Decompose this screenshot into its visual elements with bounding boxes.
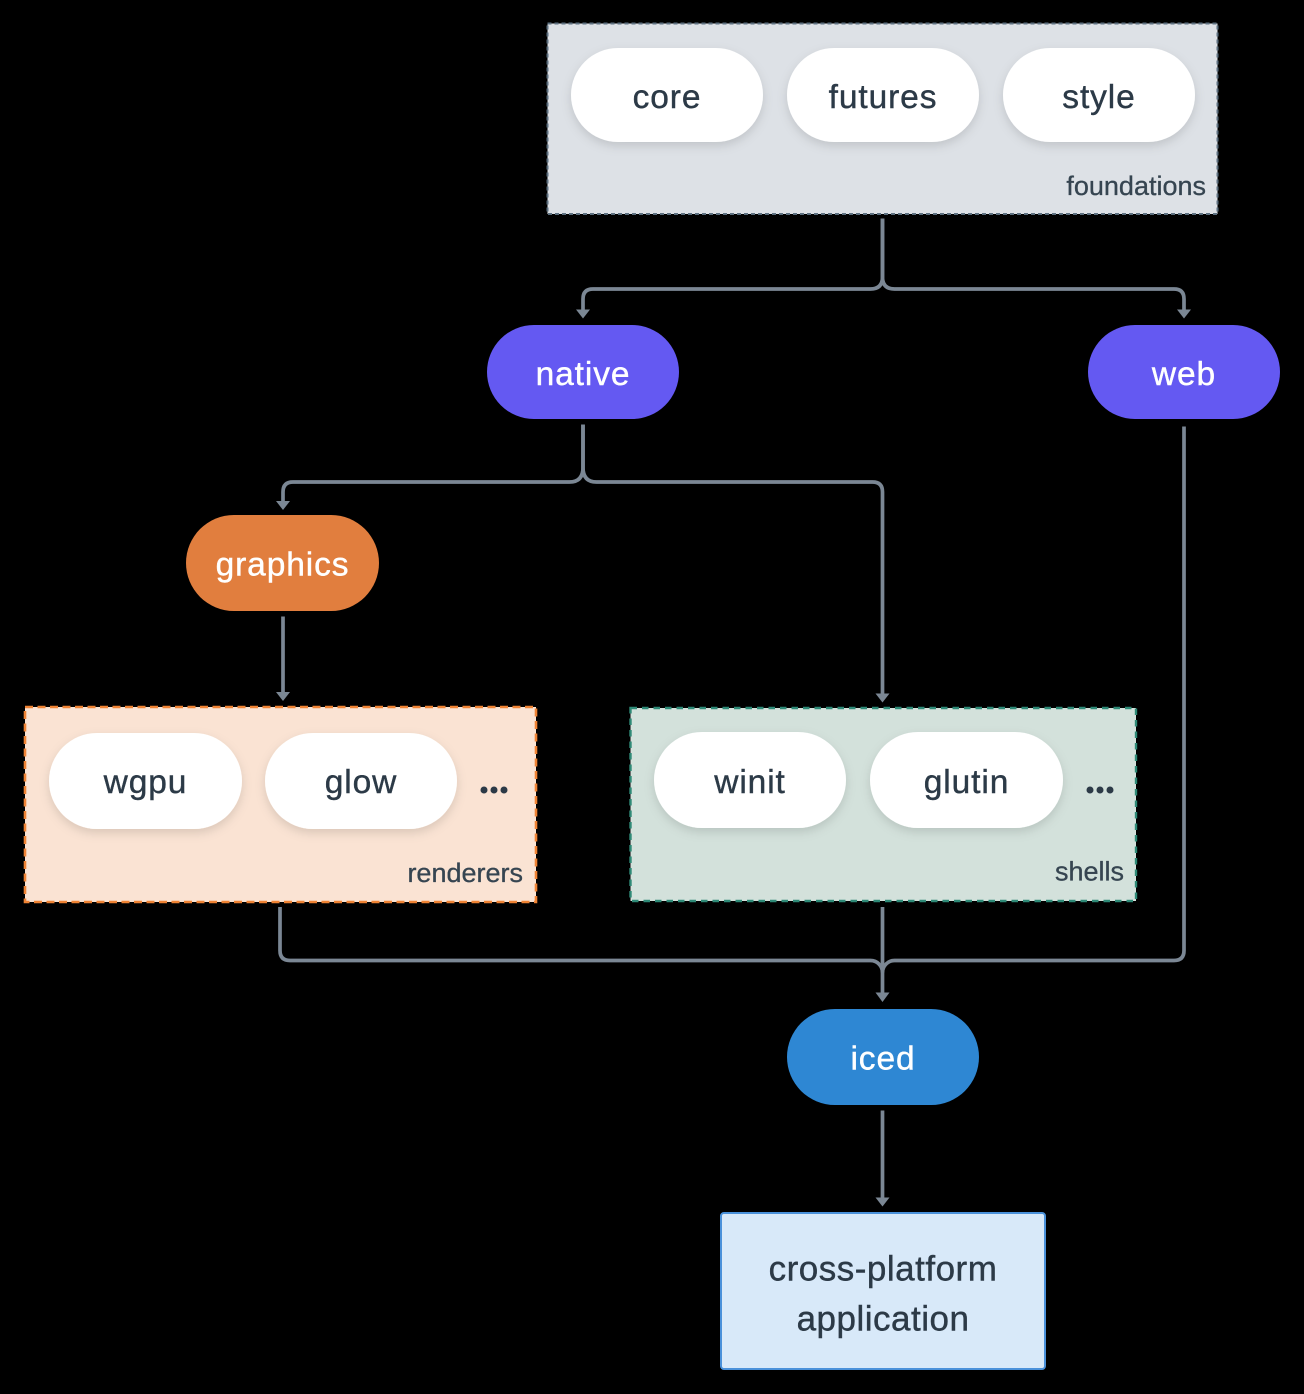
svg-text:web: web (1151, 356, 1216, 393)
svg-text:graphics: graphics (216, 547, 350, 584)
svg-text:core: core (633, 79, 702, 116)
svg-text:style: style (1062, 79, 1135, 116)
svg-text:futures: futures (829, 79, 938, 116)
svg-text:application: application (797, 1300, 970, 1339)
svg-text:glow: glow (325, 764, 398, 801)
svg-text:cross-platform: cross-platform (769, 1250, 998, 1289)
svg-text:shells: shells (1055, 857, 1124, 887)
svg-text:foundations: foundations (1066, 171, 1206, 201)
svg-text:iced: iced (850, 1041, 915, 1078)
svg-text:glutin: glutin (924, 764, 1010, 801)
svg-text:wgpu: wgpu (103, 764, 188, 801)
svg-text:renderers: renderers (407, 858, 523, 888)
svg-text:native: native (536, 356, 631, 393)
svg-text:winit: winit (713, 764, 786, 801)
